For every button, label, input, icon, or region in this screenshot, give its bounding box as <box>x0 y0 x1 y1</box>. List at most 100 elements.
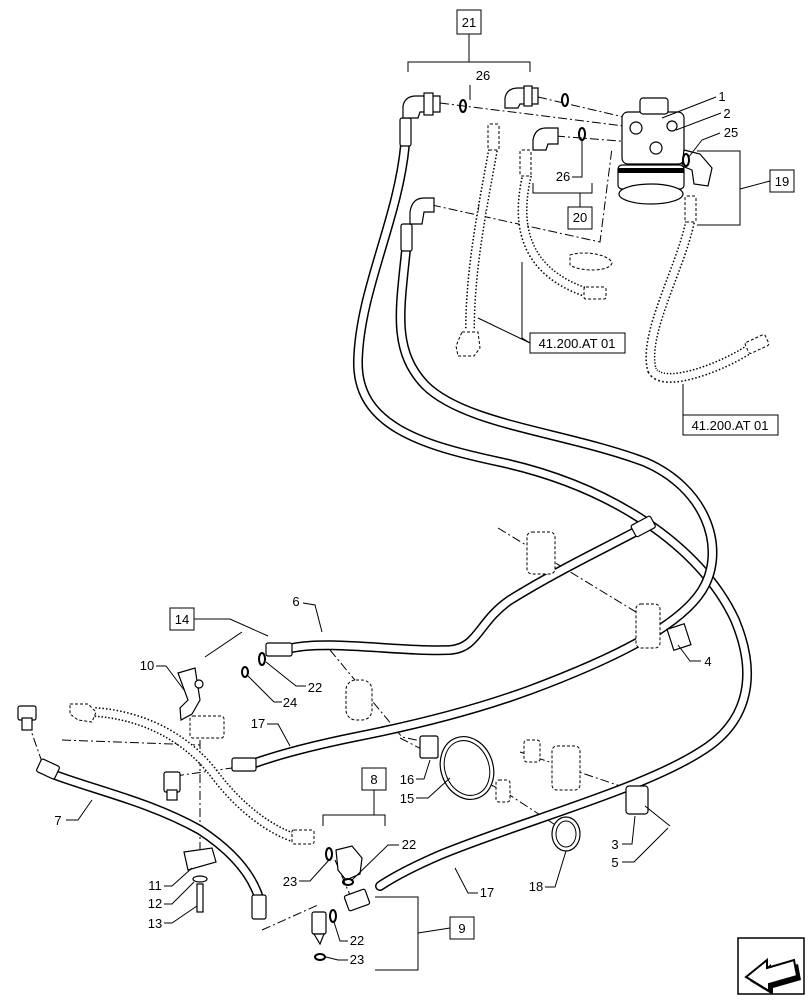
group-8: 8 <box>322 767 387 826</box>
group-box <box>456 9 482 35</box>
hose-strap <box>345 679 373 721</box>
leader-23 <box>325 956 348 961</box>
washer-12 <box>192 875 208 883</box>
hose-end-fitting <box>36 758 60 780</box>
callout-26: 26 <box>476 68 490 83</box>
leader-22 <box>333 921 348 942</box>
callout-4: 4 <box>704 654 711 669</box>
callout-3: 3 <box>611 837 618 852</box>
callout-leaders <box>66 85 722 961</box>
hose-ferrule <box>487 123 500 151</box>
group-bracket <box>375 896 451 971</box>
elbow-body <box>532 127 559 151</box>
callout-18: 18 <box>529 879 543 894</box>
group-14: 14 <box>169 607 269 658</box>
callout-15: 15 <box>400 791 414 806</box>
group-bracket <box>322 790 386 826</box>
assembly-line <box>537 96 629 119</box>
callout-26: 26 <box>556 169 570 184</box>
valve-base <box>618 183 684 205</box>
callout-22: 22 <box>308 680 322 695</box>
group-21: 21 <box>407 9 531 72</box>
phantom-hose-lower-left <box>69 703 315 845</box>
fitting-body <box>163 771 181 793</box>
valve-band <box>618 168 684 173</box>
leader-15 <box>416 777 451 799</box>
o-ring <box>561 93 569 107</box>
elbow-fitting-22-upper <box>325 845 363 886</box>
callout-7: 7 <box>54 813 61 828</box>
hose-core <box>51 771 262 899</box>
fitting-nut <box>21 717 33 731</box>
assembly-line <box>431 147 613 243</box>
leader-7 <box>66 799 93 821</box>
leader-4 <box>677 644 701 662</box>
group-box <box>361 767 387 791</box>
hose-long-outer <box>352 117 753 891</box>
valve-port <box>666 120 678 132</box>
hose-end-fitting <box>291 829 315 845</box>
reference-label[interactable]: 41.200.AT 01 <box>539 336 616 351</box>
callout-23: 23 <box>350 952 364 967</box>
fitting-tip <box>312 933 325 946</box>
leader-10 <box>156 665 185 691</box>
steering-valve <box>617 97 713 205</box>
elbow-body <box>402 95 441 119</box>
hose-end-fitting <box>231 757 257 772</box>
valve-elbow-fitting <box>681 149 713 187</box>
reference-label[interactable]: 41.200.AT 01 <box>692 418 769 433</box>
hose-7 <box>36 758 267 920</box>
reference-link-a[interactable]: 41.200.AT 01 <box>477 262 626 354</box>
group-box <box>449 916 475 940</box>
hose-6 <box>265 515 656 657</box>
assembly-line <box>261 904 319 931</box>
leader-26 <box>572 141 583 178</box>
o-ring-26 <box>578 127 586 141</box>
leader-5 <box>622 827 669 863</box>
arrow-shape[interactable] <box>744 957 799 993</box>
assembly-line <box>61 739 201 746</box>
callout-22: 22 <box>402 837 416 852</box>
leader-24 <box>247 675 282 703</box>
group-box <box>769 169 795 193</box>
callout-6: 6 <box>292 594 299 609</box>
next-page-arrow-icon[interactable] <box>744 957 801 995</box>
leader-17 <box>454 867 478 894</box>
hose-core <box>647 218 752 382</box>
hose-clip <box>523 739 541 763</box>
leader-2 <box>675 112 722 131</box>
leader-13 <box>164 905 198 924</box>
hose-outline <box>250 245 718 768</box>
valve-port <box>629 121 643 135</box>
o-ring-22 <box>258 652 266 666</box>
callout-10: 10 <box>140 658 154 673</box>
hose-ferrule <box>519 149 532 177</box>
hose-strap <box>569 252 613 271</box>
o-ring-23 <box>325 847 333 861</box>
group-label: 8 <box>370 772 377 787</box>
hose-outline <box>287 527 640 656</box>
reference-box[interactable] <box>682 414 779 436</box>
callout-1: 1 <box>718 89 725 104</box>
reference-leader <box>477 262 531 344</box>
next-page-button[interactable] <box>737 937 805 995</box>
elbow-fitting-lower <box>409 197 435 225</box>
hose-clip <box>526 531 556 575</box>
hose-ferrule <box>684 195 697 223</box>
leader-17 <box>267 723 291 747</box>
leader-18 <box>545 850 567 888</box>
group-bracket <box>194 618 269 658</box>
callout-22: 22 <box>350 933 364 948</box>
reference-box[interactable] <box>529 332 626 354</box>
hose-end-fitting <box>343 888 371 912</box>
leader-1 <box>661 96 717 119</box>
group-label: 20 <box>573 210 587 225</box>
elbow-fitting-mid <box>532 127 559 151</box>
hose-clip <box>495 779 511 803</box>
o-ring-23 <box>314 953 326 961</box>
valve-port <box>649 141 663 155</box>
valve-top-port <box>639 97 669 115</box>
reference-link-b[interactable]: 41.200.AT 01 <box>682 384 779 436</box>
group-label: 21 <box>462 15 476 30</box>
